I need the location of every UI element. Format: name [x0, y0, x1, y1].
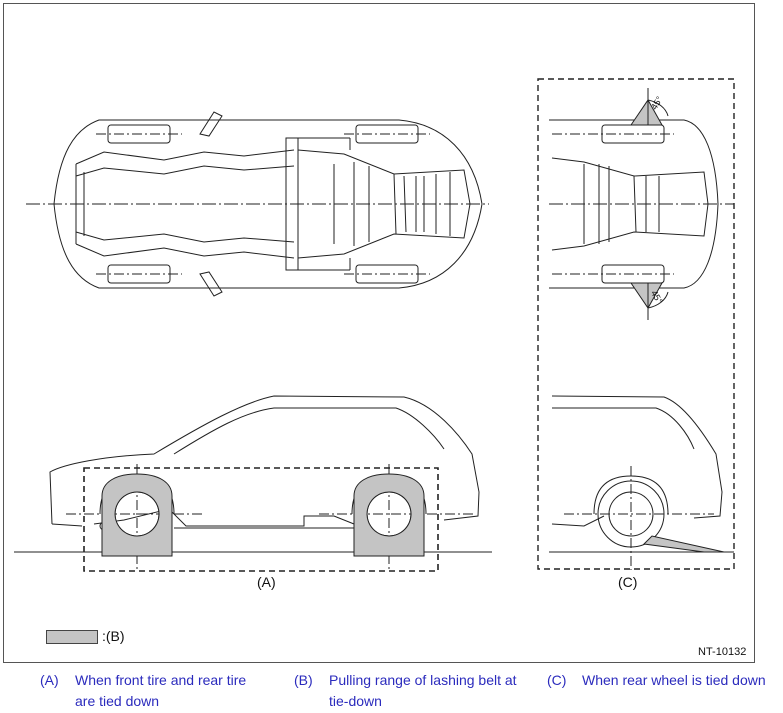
caption-c-key: (C) [547, 672, 567, 688]
caption-b-key: (B) [294, 672, 313, 688]
vehicle-drawing [14, 78, 735, 572]
top-view-underbody [26, 111, 489, 297]
frame-a [83, 467, 439, 572]
detail-side-view [549, 395, 734, 570]
detail-top-view [549, 88, 734, 320]
figure-code: NT-10132 [698, 646, 747, 658]
label-c: (C) [618, 574, 638, 590]
legend-swatch [46, 630, 98, 644]
caption-c: (C) When rear wheel is tied down [547, 670, 783, 691]
tie-down-diagram: (A) (C) :(B) NT-10132 45° 45° [3, 3, 755, 663]
caption-a-key: (A) [40, 672, 59, 688]
caption-a-text: When front tire and rear tire are tied d… [75, 672, 247, 709]
frame-c [537, 78, 735, 570]
belt-range-areas [101, 473, 425, 557]
caption-c-text: When rear wheel is tied down [582, 672, 766, 688]
caption-a: (A) When front tire and rear tire are ti… [40, 670, 280, 709]
legend-label: :(B) [102, 628, 125, 644]
label-a: (A) [257, 574, 276, 590]
caption-b-text: Pulling range of lashing belt at tie-dow… [329, 672, 517, 709]
caption-b: (B) Pulling range of lashing belt at tie… [294, 670, 539, 709]
